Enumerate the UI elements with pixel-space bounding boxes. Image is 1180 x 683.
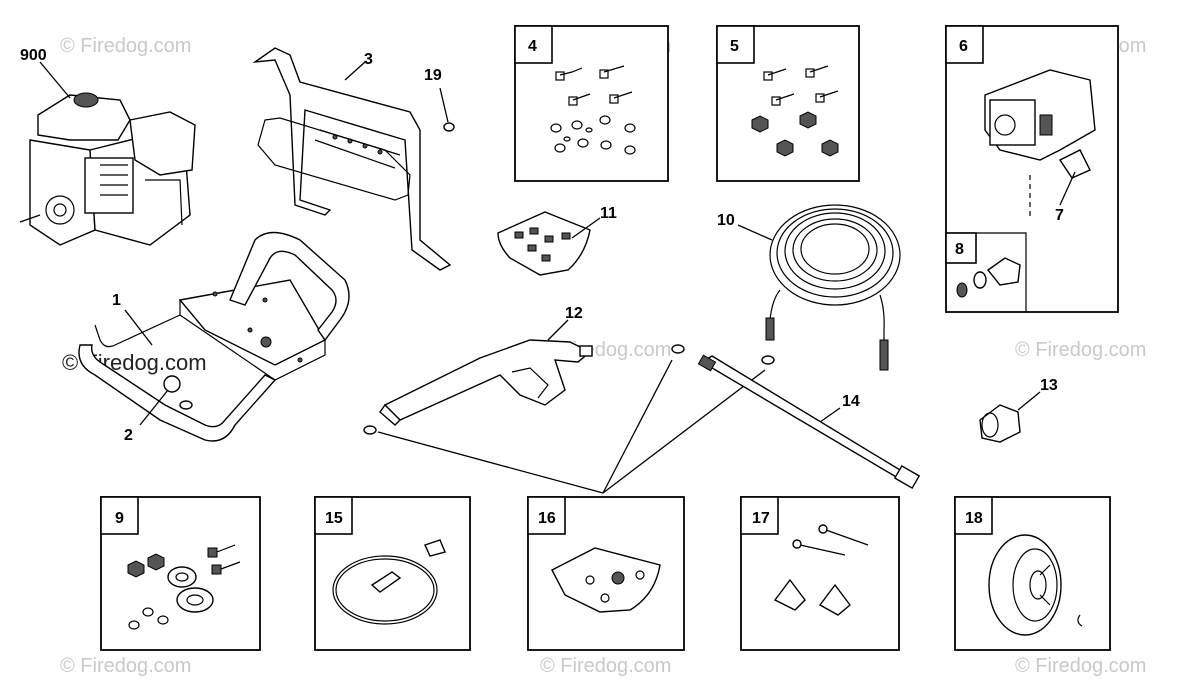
callout-13: 13 <box>1040 377 1058 394</box>
watermark: © Firedog.com <box>540 655 671 677</box>
washer-drawing <box>363 425 377 435</box>
callout-19: 19 <box>424 67 442 84</box>
box-label-18: 18 <box>965 510 983 527</box>
box-6: 6 8 <box>945 25 1119 313</box>
leader-lines-16 <box>377 359 766 494</box>
box-label-6: 6 <box>959 38 968 55</box>
box-label-9: 9 <box>115 510 124 527</box>
leader-19 <box>439 87 449 123</box>
quick-connect-drawing <box>979 391 1041 443</box>
engine-drawing <box>19 61 196 246</box>
callout-14: 14 <box>842 393 860 410</box>
box-16: 16 <box>527 496 685 651</box>
box-label-8: 8 <box>955 241 964 258</box>
box-label-17: 17 <box>752 510 770 527</box>
hose-drawing <box>737 204 901 371</box>
box-5: 5 <box>716 25 860 182</box>
box-label-16: 16 <box>538 510 556 527</box>
hardware-packet-drawing <box>497 211 601 276</box>
callout-1: 1 <box>112 292 121 309</box>
wand-drawing <box>697 354 921 490</box>
washer-drawing <box>761 355 775 365</box>
washer-drawing <box>671 344 685 354</box>
watermark: © Firedog.com <box>1015 655 1146 677</box>
box-9: 9 <box>100 496 261 651</box>
box-label-4: 4 <box>528 38 537 55</box>
callout-12: 12 <box>565 305 583 322</box>
watermark: © Firedog.com <box>60 35 191 57</box>
box-4: 4 <box>514 25 669 182</box>
watermark: © Firedog.com <box>60 655 191 677</box>
box-label-5: 5 <box>730 38 739 55</box>
callout-10: 10 <box>717 212 735 229</box>
box-label-15: 15 <box>325 510 343 527</box>
grommet-drawing <box>443 122 455 132</box>
spray-gun-drawing <box>379 319 593 426</box>
box-18: 18 <box>954 496 1111 651</box>
base-frame-drawing <box>78 231 350 442</box>
frame-handle-drawing <box>252 47 452 271</box>
callout-2: 2 <box>124 427 133 444</box>
box-15: 15 <box>314 496 471 651</box>
callout-3: 3 <box>364 51 373 68</box>
watermark: © Firedog.com <box>1015 339 1146 361</box>
callout-900: 900 <box>20 47 47 64</box>
callout-11: 11 <box>600 205 617 222</box>
callout-7: 7 <box>1055 207 1064 224</box>
box-17: 17 <box>740 496 900 651</box>
